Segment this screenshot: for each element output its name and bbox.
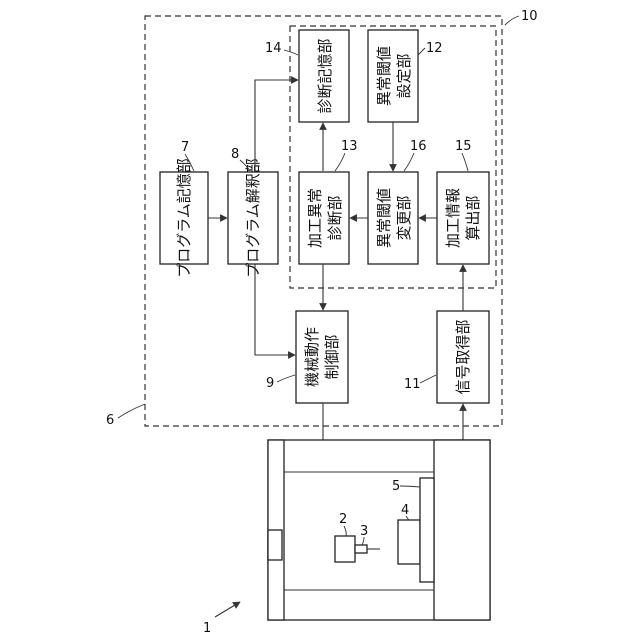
ref-workpiece: 4 xyxy=(401,503,409,518)
ref-table: 5 xyxy=(392,479,400,494)
machine-control-label-2: 制御部 xyxy=(323,334,341,379)
ref-abnormality-diagnosis: 13 xyxy=(341,139,358,154)
signal-acquisition-label: 信号取得部 xyxy=(454,319,472,394)
machining-info-label-1: 加工情報 xyxy=(444,188,462,248)
ref-machine-control: 9 xyxy=(266,376,274,391)
ref-threshold-change: 16 xyxy=(410,139,427,154)
threshold-setting-label-2: 設定部 xyxy=(395,53,413,98)
abnormality-diagnosis-label-2: 診断部 xyxy=(326,195,344,240)
spindle xyxy=(335,536,355,562)
table xyxy=(420,478,434,582)
threshold-change-label-2: 変更部 xyxy=(395,195,413,240)
ref-signal-acquisition: 11 xyxy=(404,377,421,392)
threshold-setting-label-1: 異常閾値 xyxy=(375,46,393,106)
diagnosis-storage-label: 診断記憶部 xyxy=(316,38,334,113)
ref-spindle: 2 xyxy=(339,512,347,527)
program-interpreter-label: プログラム解釈部 xyxy=(244,158,262,278)
ref-machine-tool: 1 xyxy=(203,621,211,636)
abnormality-diagnosis-label-1: 加工異常 xyxy=(306,188,324,248)
ref-threshold-setting: 12 xyxy=(426,41,443,56)
ref-tool: 3 xyxy=(360,524,368,539)
machining-info-label-2: 算出部 xyxy=(464,195,482,240)
ref-machining-info: 15 xyxy=(455,139,472,154)
program-storage-label: プログラム記憶部 xyxy=(175,158,193,278)
machine-tool xyxy=(268,440,490,620)
ref-diagnosis-storage: 14 xyxy=(265,41,282,56)
ref-controller-diagnosis: 10 xyxy=(521,9,538,24)
ref-controller: 6 xyxy=(106,413,114,428)
ref-program-storage: 7 xyxy=(181,140,189,155)
ref-program-interpreter: 8 xyxy=(231,147,239,162)
tool xyxy=(355,545,367,553)
workpiece xyxy=(398,520,420,564)
threshold-change-label-1: 異常閾値 xyxy=(375,188,393,248)
machine-control-label-1: 機械動作 xyxy=(303,327,321,387)
